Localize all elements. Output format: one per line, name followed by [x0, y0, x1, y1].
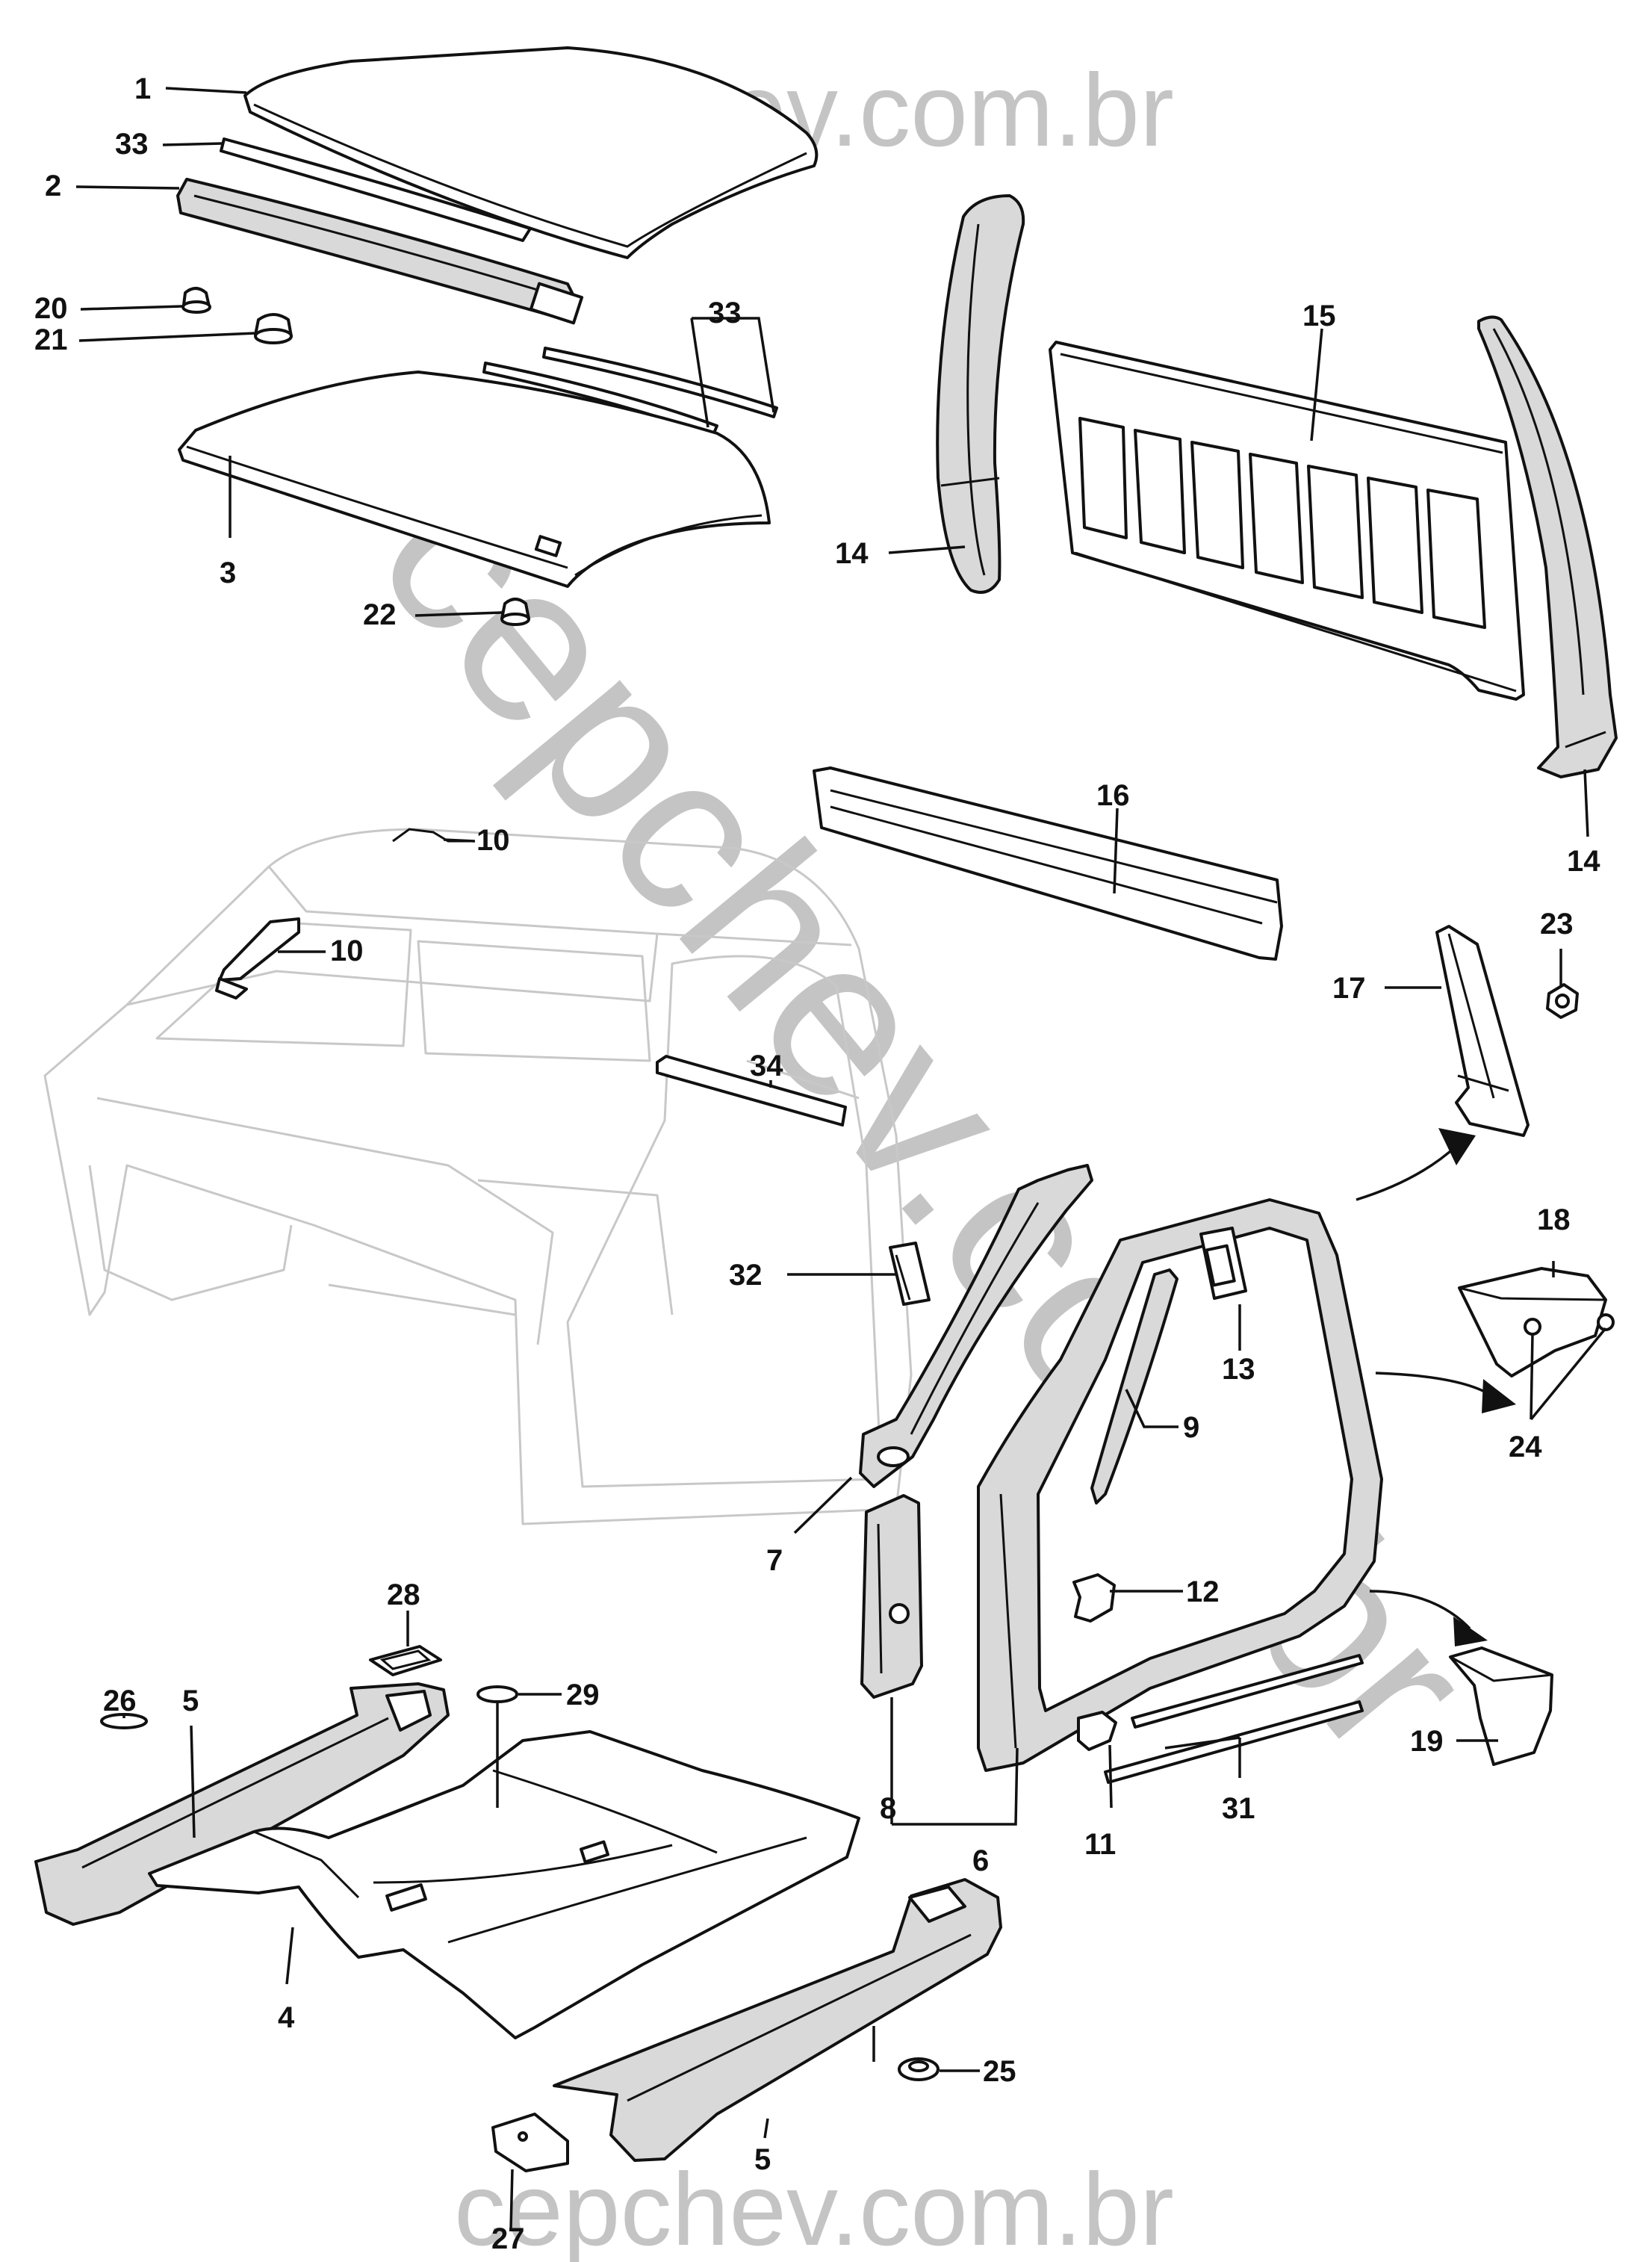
leader-lines: [75, 87, 1607, 2230]
callout-34: 34: [750, 1050, 783, 1082]
part-14-right-pillar: [1477, 315, 1618, 778]
part-8-pillar-inner: [860, 1494, 923, 1699]
callout-5-upper: 5: [182, 1685, 199, 1717]
callout-4: 4: [278, 2001, 295, 2034]
part-12-bracket: [1072, 1573, 1116, 1623]
part-27-bracket: [491, 2113, 569, 2172]
callout-20: 20: [34, 292, 68, 325]
callout-29: 29: [566, 1679, 600, 1711]
part-17-pillar-trim: [1435, 925, 1530, 1137]
part-7-a-pillar: [859, 1164, 1093, 1488]
callout-26: 26: [103, 1685, 137, 1717]
callout-14-left: 14: [835, 537, 869, 570]
callout-32: 32: [729, 1259, 763, 1292]
callout-33-lower: 33: [708, 297, 742, 329]
callout-6: 6: [972, 1844, 989, 1877]
callout-17: 17: [1332, 972, 1366, 1005]
part-34-trim-strip: [656, 1055, 847, 1127]
callout-14-right: 14: [1567, 845, 1600, 878]
part-26-plug: [100, 1713, 148, 1729]
callout-5-lower: 5: [754, 2143, 771, 2176]
cab-ghost-outline: [43, 828, 913, 1525]
part-2-roof-bow: [176, 178, 584, 325]
callout-7: 7: [766, 1544, 783, 1577]
callout-27: 27: [491, 2222, 525, 2255]
callout-9: 9: [1183, 1411, 1199, 1444]
part-29-plug: [476, 1685, 518, 1703]
part-23-nut: [1546, 983, 1579, 1019]
callout-16: 16: [1096, 779, 1130, 812]
part-21-grommet: [254, 313, 293, 344]
callout-8: 8: [880, 1792, 896, 1825]
callout-22: 22: [363, 598, 397, 631]
part-32-block: [889, 1242, 931, 1306]
callout-labels: 1 33 2 20 21 33 3 22 14 15 14 16 10 10 2…: [34, 72, 1600, 2255]
part-5-left-rocker: [34, 1682, 450, 1926]
callout-24: 24: [1509, 1431, 1542, 1463]
part-3-roof-inner-panel: [178, 371, 771, 588]
callout-1: 1: [134, 72, 151, 105]
callout-31: 31: [1222, 1792, 1255, 1825]
callout-13: 13: [1222, 1353, 1255, 1386]
watermark-bottom: cepchev.com.br: [454, 2152, 1174, 2262]
callout-11: 11: [1084, 1828, 1116, 1861]
callout-33-upper: 33: [115, 128, 149, 161]
part-4-floor-pan: [148, 1730, 860, 2039]
part-18-hinge-bracket: [1458, 1267, 1615, 1378]
part-33-upper-weatherstrip: [220, 137, 532, 242]
part-28-gasket: [369, 1645, 442, 1676]
part-33-lower-weatherstrip-b: [542, 347, 778, 418]
arrow-19-to-pillar: [1369, 1590, 1471, 1630]
part-13-latch-plate: [1199, 1227, 1247, 1300]
callout-21: 21: [34, 323, 68, 356]
part-22-grommet: [500, 598, 530, 626]
part-31-sill-strip: [1104, 1654, 1364, 1784]
callout-2: 2: [45, 170, 61, 202]
part-10-bracket: [215, 917, 300, 1000]
part-11-bracket: [1077, 1711, 1117, 1751]
callout-18: 18: [1537, 1203, 1571, 1236]
part-16-rear-crossmember: [813, 766, 1283, 961]
callout-28: 28: [387, 1578, 420, 1611]
part-19-bracket: [1449, 1646, 1553, 1766]
part-25-grommet: [898, 2057, 940, 2081]
part-14-left-pillar: [936, 194, 1025, 594]
part-9-weatherstrip: [1090, 1268, 1179, 1505]
part-20-grommet: [181, 287, 211, 314]
callout-19: 19: [1410, 1725, 1444, 1758]
callout-3: 3: [220, 557, 236, 589]
part-15-back-panel: [1049, 341, 1525, 701]
part-1-roof-panel: [243, 46, 819, 259]
callout-10-bracket: 10: [330, 935, 364, 967]
arrow-17-to-pillar: [1356, 1144, 1458, 1201]
callout-12: 12: [1186, 1575, 1220, 1608]
arrow-18-to-pillar: [1375, 1372, 1495, 1398]
callout-23: 23: [1540, 908, 1574, 941]
callout-10-top: 10: [476, 824, 510, 857]
part-5-right-rocker: [553, 1878, 1002, 2162]
callout-15: 15: [1302, 300, 1336, 332]
callout-25: 25: [983, 2055, 1016, 2088]
